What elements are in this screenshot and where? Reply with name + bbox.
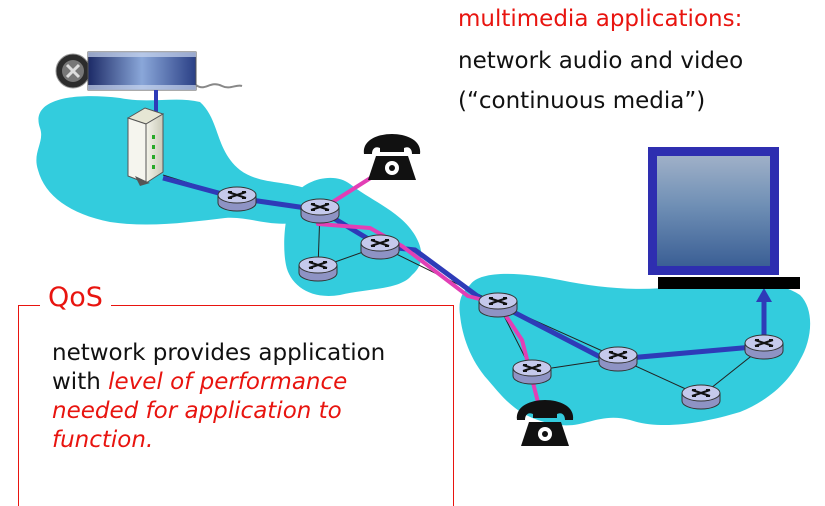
monitor-icon [648,147,800,289]
header-line: network audio and video [458,48,744,74]
telephone-icon [363,134,421,180]
router-icon [360,234,400,260]
qos-description: network provides application with level … [52,339,412,455]
router-icon [744,334,784,360]
header-line: (“continuous media”) [458,88,706,114]
network-cloud [459,273,811,426]
header-title: multimedia applications: [458,6,743,32]
qos-text-prefix: network provides application with [52,340,386,395]
router-icon [300,198,340,224]
router-icon [478,292,518,318]
router-icon [598,346,638,372]
router-icon [512,359,552,385]
router-icon [217,186,257,212]
video-source-icon [55,51,243,91]
video-route [162,175,765,363]
qos-text-emphasis: level of performance needed for applicat… [52,369,348,453]
arrow-up-icon [756,288,772,302]
router-icon [681,384,721,410]
qos-box [18,305,454,506]
qos-label: QoS [40,282,111,313]
router-icon [298,256,338,282]
server-icon [126,107,165,186]
